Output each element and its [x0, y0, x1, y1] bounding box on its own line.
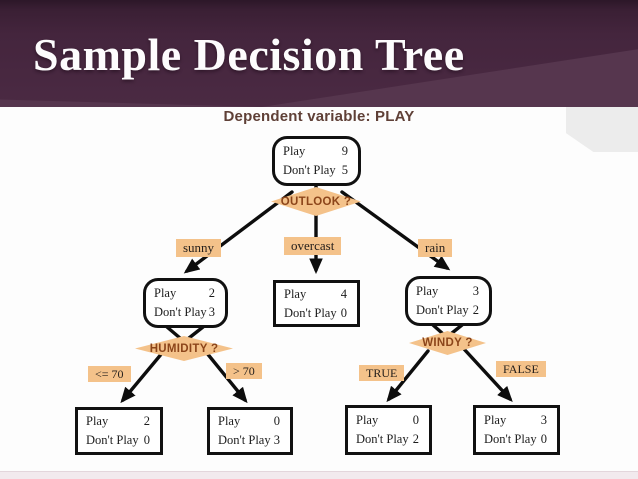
node-sunny: Play 2 Don't Play 3 — [143, 278, 228, 328]
leaf-false: Play 3 Don't Play 0 — [473, 405, 560, 455]
question-label: HUMIDITY ? — [149, 342, 219, 355]
node-overcast-leaf: Play 4 Don't Play 0 — [273, 280, 360, 327]
slide-header: Sample Decision Tree — [0, 0, 638, 107]
node-row-label: Play — [218, 414, 241, 428]
node-row-value: 2 — [143, 414, 150, 428]
node-row: Play 0 — [348, 412, 429, 429]
node-row: Play 2 — [146, 285, 225, 302]
node-row-value: 3 — [208, 305, 215, 319]
node-row-value: 5 — [341, 163, 348, 177]
node-row-label: Play — [283, 144, 306, 158]
branch-label-gt70: > 70 — [226, 363, 262, 379]
branch-label-false: FALSE — [496, 361, 546, 377]
node-row-label: Don't Play — [86, 433, 139, 447]
node-row-value: 0 — [412, 413, 419, 427]
node-row-value: 3 — [472, 284, 479, 298]
node-row: Play 3 — [476, 412, 557, 429]
question-windy: WINDY ? — [409, 331, 486, 355]
node-row-label: Don't Play — [484, 432, 537, 446]
node-row-label: Play — [154, 286, 177, 300]
node-row-value: 3 — [273, 433, 280, 447]
node-row: Play 2 — [78, 413, 160, 430]
node-row: Don't Play 0 — [78, 432, 160, 449]
node-rain: Play 3 Don't Play 2 — [405, 276, 492, 326]
node-row: Don't Play 2 — [408, 302, 489, 319]
node-row-label: Don't Play — [154, 305, 207, 319]
node-row-label: Don't Play — [356, 432, 409, 446]
branch-label-overcast: overcast — [284, 237, 342, 255]
leaf-true: Play 0 Don't Play 2 — [345, 405, 432, 455]
node-root: Play 9 Don't Play 5 — [272, 136, 361, 186]
node-row-value: 0 — [340, 305, 347, 320]
question-label: OUTLOOK ? — [280, 195, 352, 208]
node-row-label: Don't Play — [284, 305, 337, 320]
node-row-label: Play — [356, 413, 379, 427]
node-row-value: 2 — [472, 303, 479, 317]
node-row: Play 3 — [408, 283, 489, 300]
branch-label-true: TRUE — [359, 365, 405, 381]
node-row-value: 2 — [208, 286, 215, 300]
node-row: Play 4 — [276, 286, 357, 303]
node-row: Don't Play 3 — [146, 304, 225, 321]
question-humidity: HUMIDITY ? — [135, 336, 233, 361]
node-row: Don't Play 0 — [276, 305, 357, 322]
node-row-label: Play — [484, 413, 507, 427]
node-row-label: Don't Play — [283, 163, 336, 177]
node-row-label: Don't Play — [416, 303, 469, 317]
node-row-label: Play — [86, 414, 109, 428]
node-row: Play 9 — [275, 143, 358, 160]
leaf-gt70: Play 0 Don't Play 3 — [207, 407, 293, 455]
node-row-value: 0 — [540, 432, 547, 446]
node-row: Don't Play 0 — [476, 431, 557, 448]
node-row-value: 0 — [143, 433, 150, 447]
leaf-le70: Play 2 Don't Play 0 — [75, 407, 163, 455]
dependent-variable-label: Dependent variable: PLAY — [223, 108, 415, 125]
node-row: Don't Play 5 — [275, 162, 358, 179]
node-row: Don't Play 2 — [348, 431, 429, 448]
question-outlook: OUTLOOK ? — [271, 187, 361, 216]
node-row: Play 0 — [210, 413, 290, 430]
question-label: WINDY ? — [422, 337, 473, 349]
node-row: Don't Play 3 — [210, 432, 290, 449]
node-row-label: Don't Play — [218, 433, 271, 447]
slide-title: Sample Decision Tree — [33, 29, 465, 80]
node-row-value: 0 — [273, 414, 280, 428]
branch-label-sunny: sunny — [176, 239, 222, 257]
node-row-label: Play — [416, 284, 439, 298]
branch-label-rain: rain — [418, 239, 453, 257]
slide-footer-strip — [0, 471, 638, 479]
node-row-value: 3 — [540, 413, 547, 427]
node-row-label: Play — [284, 286, 307, 301]
node-row-value: 4 — [340, 286, 347, 301]
branch-label-le70: <= 70 — [88, 366, 131, 382]
node-row-value: 2 — [412, 432, 419, 446]
node-row-value: 9 — [341, 144, 348, 158]
